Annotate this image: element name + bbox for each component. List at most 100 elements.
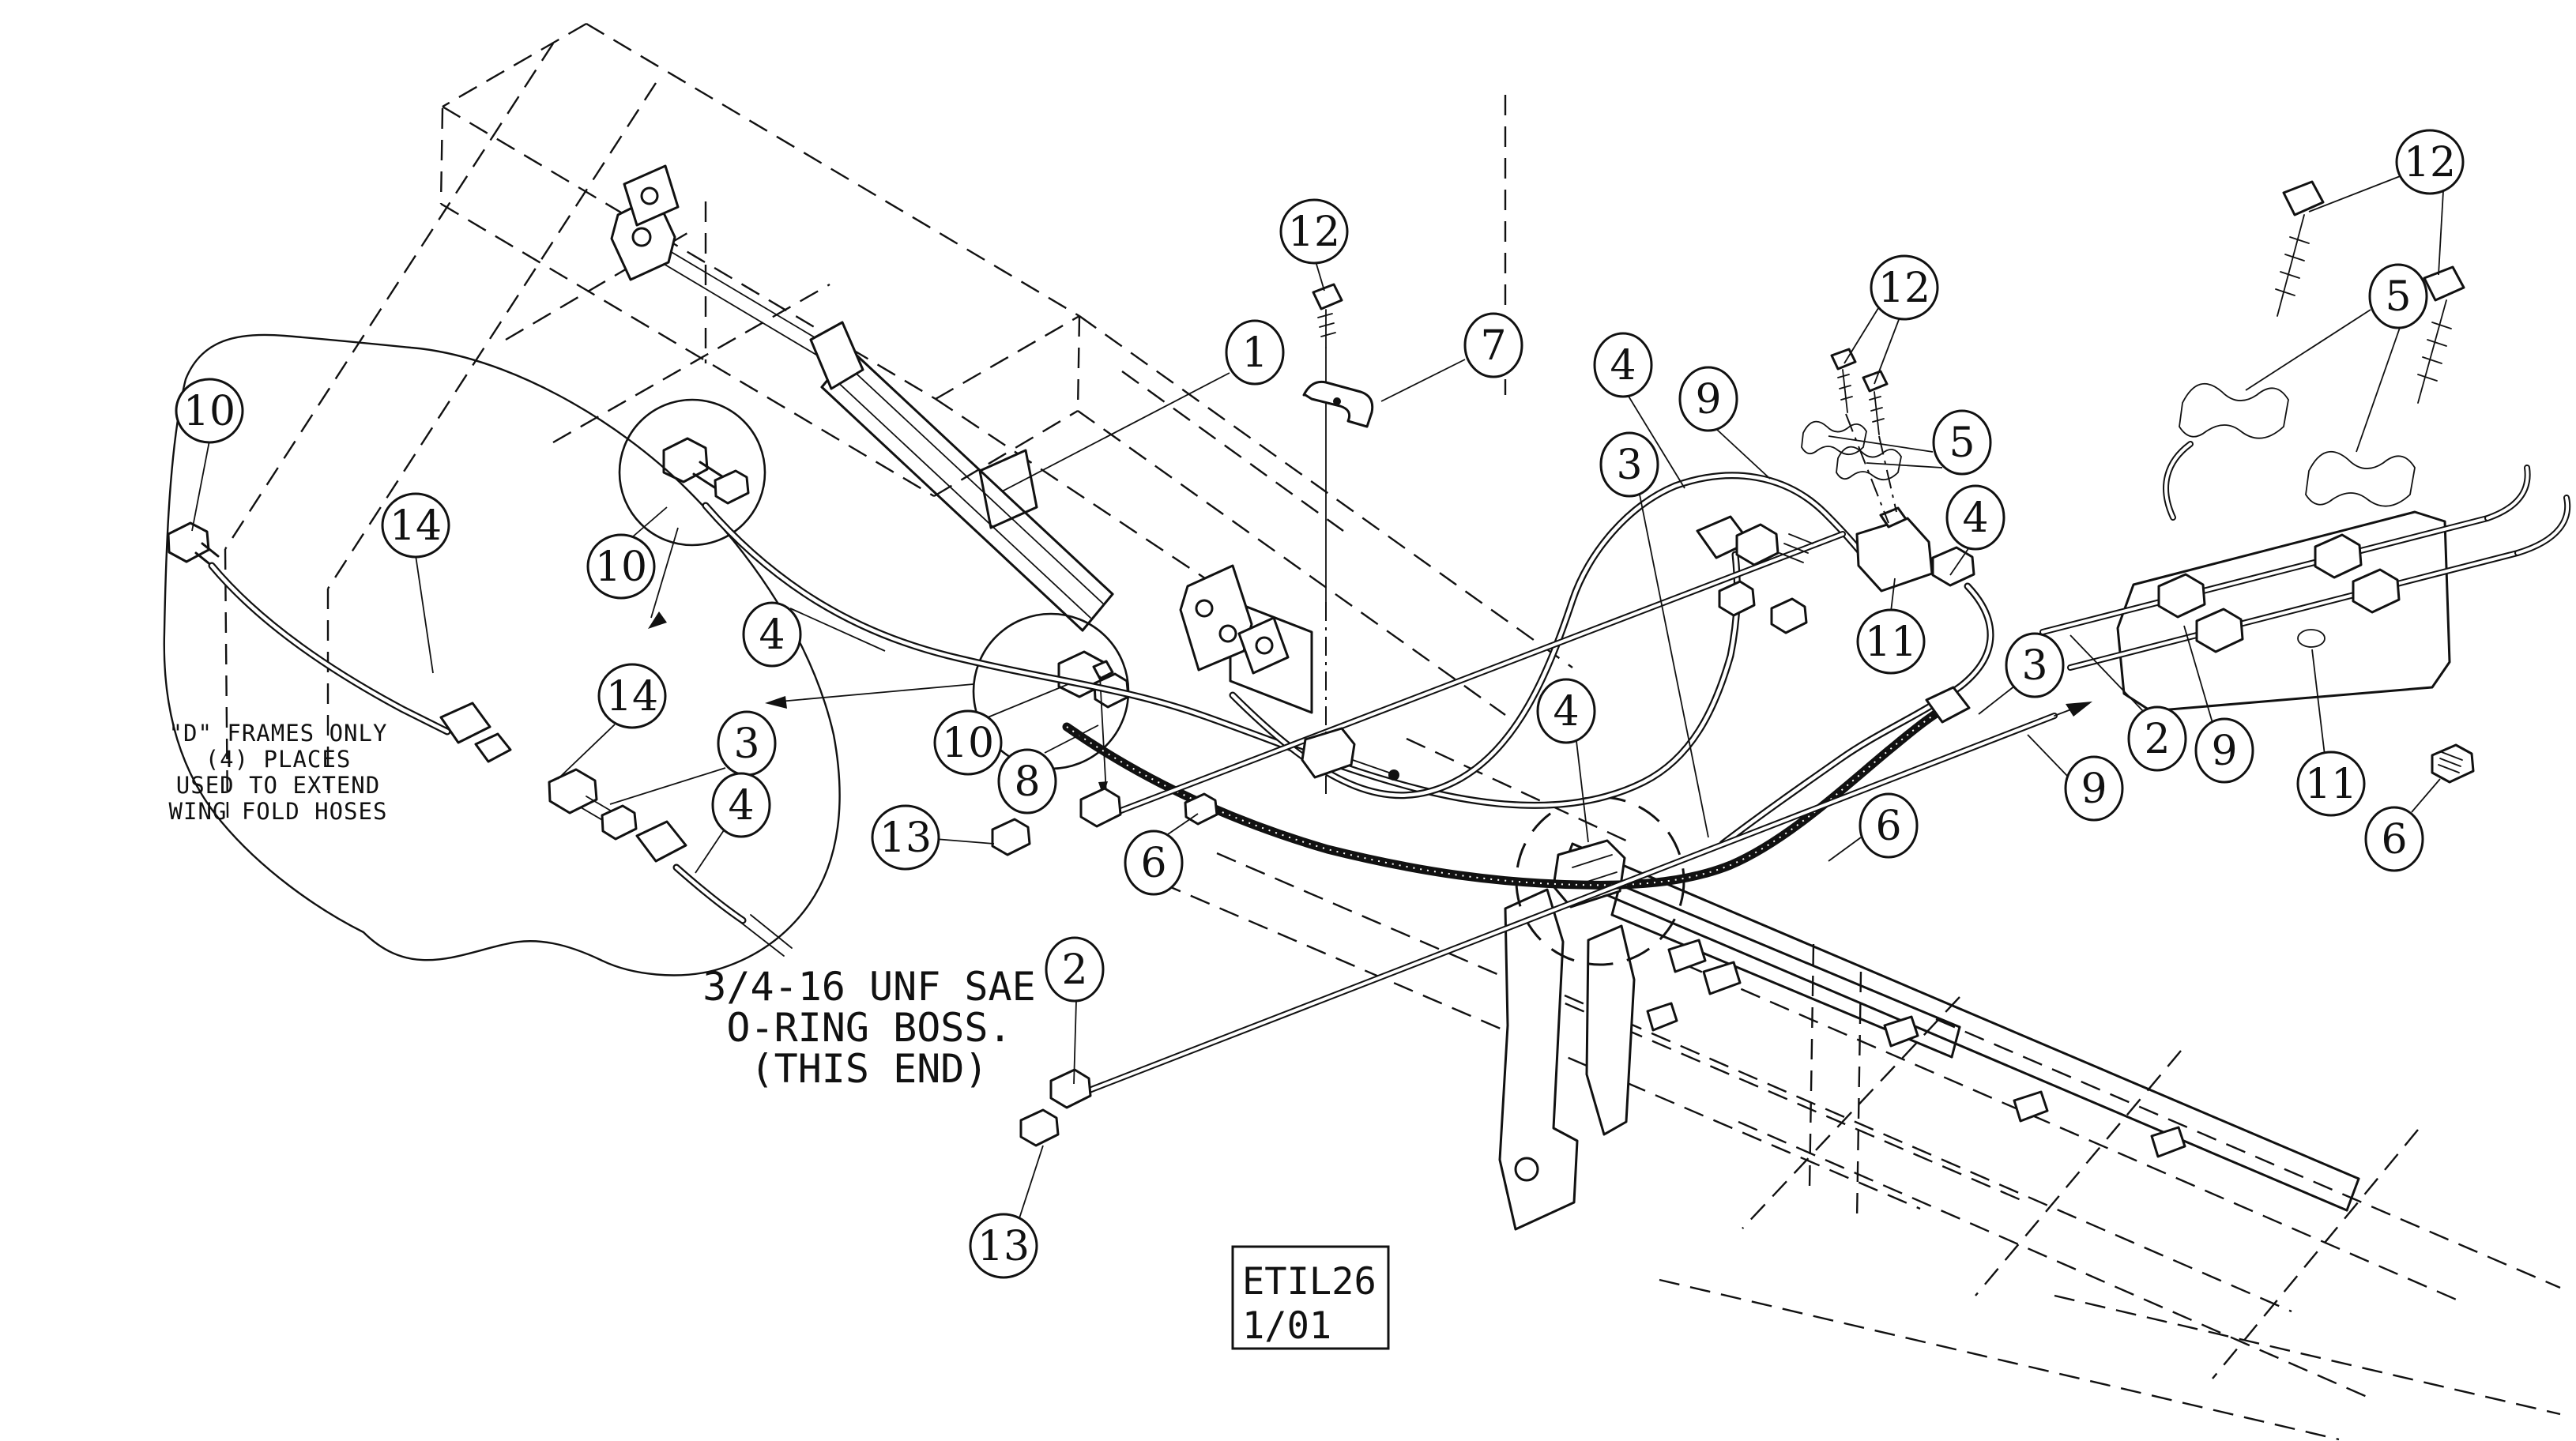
callout-number: 10 <box>183 388 235 435</box>
callout-4: 4 <box>1945 484 2005 551</box>
title-stamp: ETIL26 1/01 <box>1231 1245 1390 1350</box>
hoses <box>702 472 1994 890</box>
callout-circle <box>1225 319 1285 386</box>
callout-circle <box>586 533 656 600</box>
callout-circle <box>1124 830 1184 896</box>
union-fitting <box>2314 533 2363 579</box>
callout-circle <box>1463 312 1523 378</box>
mid-fitting-cluster <box>1696 348 1975 724</box>
callout-circle <box>997 748 1057 815</box>
tube-end-fitting-2 <box>1049 1068 1092 1109</box>
callout-number: 13 <box>977 1223 1030 1270</box>
callout-number: 2 <box>2144 716 2170 763</box>
union-fitting <box>2352 568 2401 614</box>
callout-circle <box>1859 792 1919 859</box>
hose-ferrule <box>439 702 491 744</box>
callout-number: 14 <box>606 673 658 720</box>
note-oring-line1: 3/4-16 UNF SAE <box>702 964 1035 1010</box>
callout-circle <box>969 1213 1038 1279</box>
callout-circle <box>711 772 771 838</box>
callout-7: 7 <box>1463 312 1523 378</box>
plug-fitting-13 <box>991 818 1031 856</box>
cylinder-butt-plate <box>809 321 864 390</box>
callout-number: 4 <box>1962 495 1988 542</box>
hydraulic-cylinder <box>610 164 1290 675</box>
note-oring-line2: O-RING BOSS. <box>726 1005 1011 1051</box>
hose-ferrule <box>635 820 687 863</box>
callout-circle <box>1945 484 2005 551</box>
callout-circle <box>1599 431 1659 498</box>
callout-circle <box>1870 254 1939 321</box>
bolt-12 <box>2282 180 2325 216</box>
callout-5: 5 <box>2368 263 2428 329</box>
callout-12: 12 <box>2395 129 2465 195</box>
center-bolt-clamp <box>1301 283 1399 794</box>
fitting-4 <box>1931 546 1975 587</box>
elbow-fitting-10 <box>662 437 709 483</box>
callout-number: 9 <box>1695 376 1721 423</box>
annotations: "D" FRAMES ONLY (4) PLACES USED TO EXTEN… <box>169 720 1036 1092</box>
callout-12: 12 <box>1870 254 1939 321</box>
callout-12: 12 <box>1279 198 1349 265</box>
leader-lines <box>191 175 2444 1219</box>
callout-circle <box>1536 678 1596 744</box>
callout-number: 11 <box>2305 761 2357 808</box>
callout-2: 2 <box>2127 705 2187 772</box>
callout-11: 11 <box>2296 751 2366 817</box>
callout-10: 10 <box>586 533 656 600</box>
callout-circle <box>1279 198 1349 265</box>
note-d-frames-line4: WING FOLD HOSES <box>169 798 388 825</box>
routing-arrowhead <box>2066 702 2092 717</box>
elbow-fitting-10 <box>167 521 210 563</box>
callout-circle <box>1932 409 1992 476</box>
callout-number: 14 <box>390 502 442 550</box>
callout-circle <box>933 709 1003 776</box>
callout-3: 3 <box>717 710 777 777</box>
callout-circle <box>2127 705 2187 772</box>
callout-number: 7 <box>1480 322 1506 370</box>
callout-number: 4 <box>759 611 785 659</box>
callout-number: 4 <box>1610 342 1636 389</box>
callout-number: 11 <box>1865 619 1917 666</box>
callout-number: 5 <box>1949 420 1975 467</box>
plug-fitting-13 <box>1019 1108 1060 1147</box>
right-manifold-assembly <box>2039 180 2571 784</box>
cable-tie-8 <box>1099 675 1107 795</box>
callout-number: 9 <box>2211 728 2237 775</box>
callout-circle <box>1045 936 1105 1003</box>
callout-circle <box>2364 806 2424 872</box>
adapter-3 <box>548 768 598 815</box>
callout-14: 14 <box>381 492 450 559</box>
callout-3: 3 <box>2005 632 2065 698</box>
callout-6: 6 <box>1124 830 1184 896</box>
callout-4: 4 <box>742 601 802 668</box>
stamp-box <box>1231 1245 1390 1350</box>
callout-4: 4 <box>711 772 771 838</box>
callout-number: 6 <box>1140 840 1166 887</box>
union-fitting <box>2195 608 2244 653</box>
callout-number: 4 <box>1553 688 1579 736</box>
callout-circle <box>742 601 802 668</box>
callout-circle <box>1856 608 1926 675</box>
callout-number: 12 <box>1878 265 1930 312</box>
extension-hose-kit <box>167 521 793 957</box>
tube-end-fitting <box>1079 787 1122 828</box>
frame-lug <box>623 164 680 227</box>
callout-number: 12 <box>2404 139 2456 186</box>
callout-10: 10 <box>933 709 1003 776</box>
detail-circle-base-port <box>618 398 766 547</box>
hose-ferrule <box>1925 686 1971 724</box>
callout-circle <box>1593 332 1653 398</box>
callout-3: 3 <box>1599 431 1659 498</box>
callout-number: 9 <box>2081 766 2107 813</box>
callout-circle <box>2005 632 2065 698</box>
callout-number: 5 <box>2385 273 2411 321</box>
callout-circle <box>381 492 450 559</box>
callout-circle <box>2296 751 2366 817</box>
callout-1: 1 <box>1225 319 1285 386</box>
rear-frame-solid <box>1498 842 2360 1231</box>
toolbar-frame-dashed <box>224 22 1629 843</box>
callout-13: 13 <box>871 804 940 871</box>
